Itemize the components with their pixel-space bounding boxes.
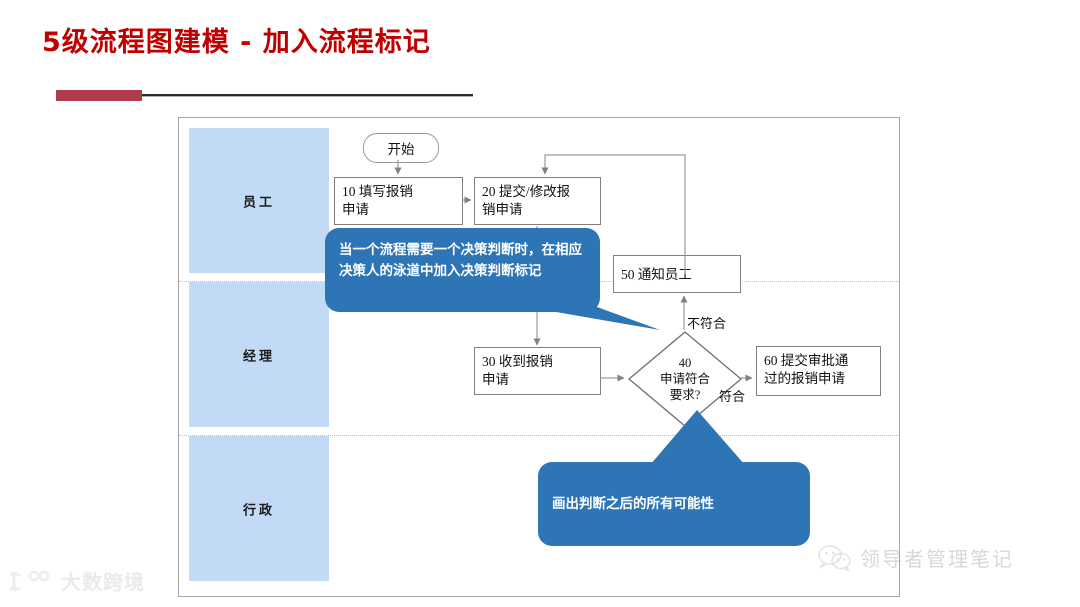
wechat-icon bbox=[818, 544, 851, 572]
node-start-label: 开始 bbox=[387, 142, 415, 157]
node-20-submit-claim[interactable]: 20 提交/修改报 销申请 bbox=[474, 177, 601, 225]
node-50-notify-employee[interactable]: 50 通知员工 bbox=[613, 255, 741, 293]
lane-header-manager: 经理 bbox=[189, 282, 329, 427]
edge-label-not-match: 不符合 bbox=[687, 316, 727, 331]
watermark-bottom-left-text: 大数跨境 bbox=[61, 570, 145, 594]
page-title: 5级流程图建模 - 加入流程标记 bbox=[42, 27, 431, 58]
callout-decision-marker[interactable]: 当一个流程需要一个决策判断时，在相应决策人的泳道中加入决策判断标记 bbox=[325, 228, 600, 312]
title-rule-line-soft bbox=[142, 96, 473, 97]
node-start[interactable]: 开始 bbox=[363, 133, 439, 163]
watermark-bottom-left: 大数跨境 bbox=[10, 566, 145, 595]
title-rule-accent bbox=[56, 90, 142, 101]
callout-all-outcomes[interactable]: 画出判断之后的所有可能性 bbox=[538, 462, 810, 546]
title-rule-line bbox=[142, 94, 473, 96]
node-40-line2: 要求? bbox=[669, 388, 701, 402]
node-40-text: 40 申请符合 要求? bbox=[628, 331, 742, 427]
node-40-decision[interactable]: 40 申请符合 要求? bbox=[627, 331, 743, 427]
node-60-submit-approved[interactable]: 60 提交审批通 过的报销申请 bbox=[756, 346, 881, 396]
lane-header-employee: 员工 bbox=[189, 128, 329, 273]
node-10-fill-claim[interactable]: 10 填写报销 申请 bbox=[334, 177, 463, 225]
brand-logo-icon bbox=[10, 570, 50, 591]
lane-divider-2 bbox=[179, 435, 899, 436]
lane-header-admin: 行政 bbox=[189, 436, 329, 581]
node-30-receive-claim[interactable]: 30 收到报销 申请 bbox=[474, 347, 601, 395]
callout-all-outcomes-text: 画出判断之后的所有可能性 bbox=[552, 495, 714, 511]
lane-label-admin: 行政 bbox=[242, 502, 275, 517]
node-40-line1: 申请符合 bbox=[659, 372, 710, 386]
lane-label-manager: 经理 bbox=[242, 348, 275, 363]
watermark-bottom-right-text: 领导者管理笔记 bbox=[860, 549, 1014, 571]
edge-label-match: 符合 bbox=[719, 389, 746, 404]
lane-label-employee: 员工 bbox=[242, 194, 275, 209]
watermark-bottom-right: 领导者管理笔记 bbox=[818, 543, 1014, 572]
node-40-number: 40 bbox=[678, 356, 692, 370]
callout-decision-marker-text: 当一个流程需要一个决策判断时，在相应决策人的泳道中加入决策判断标记 bbox=[339, 242, 582, 278]
